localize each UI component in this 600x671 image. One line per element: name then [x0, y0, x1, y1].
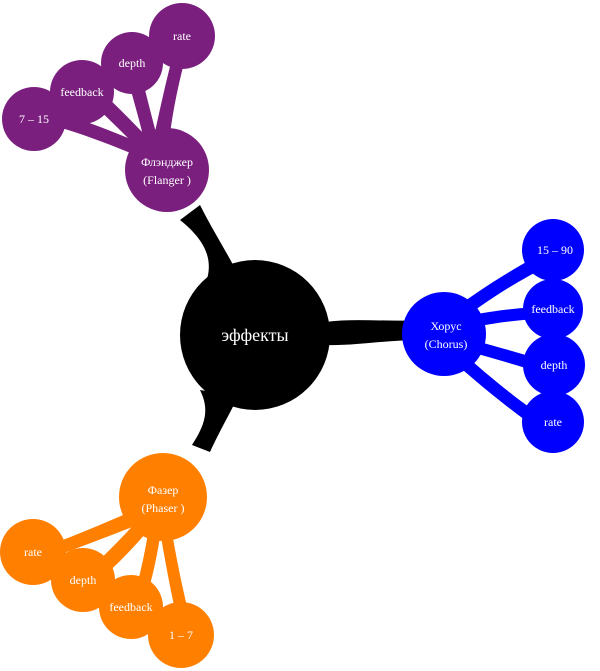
branch-chorus: Хорус (Chorus) 15 – 90 feedback depth ra… [402, 219, 585, 453]
leaf-chorus-rate: rate [522, 391, 584, 453]
branch-flanger-label-line1: Флэнджер [141, 155, 193, 169]
leaf-flanger-feedback-label: feedback [60, 85, 103, 99]
leaf-phaser-range: 1 – 7 [148, 602, 214, 668]
leaf-flanger-range-label: 7 – 15 [19, 112, 49, 126]
leaf-chorus-feedback-label: feedback [531, 302, 574, 316]
branch-flanger-label-line2: (Flanger ) [143, 173, 191, 187]
center-node: эффекты [180, 260, 330, 410]
leaf-phaser-range-label: 1 – 7 [169, 628, 193, 642]
leaf-phaser-depth-label: depth [70, 573, 97, 587]
leaf-flanger-range: 7 – 15 [2, 87, 66, 151]
branch-phaser-label-line2: (Phaser ) [142, 501, 185, 515]
connector-center-chorus [325, 320, 420, 346]
connector-center-phaser [192, 390, 238, 452]
connector-center-flanger [180, 205, 240, 285]
leaf-phaser-depth: depth [51, 548, 115, 612]
leaf-chorus-range-label: 15 – 90 [537, 243, 573, 257]
branch-phaser: Фазер (Phaser ) rate depth feedback 1 – … [0, 453, 214, 668]
leaf-flanger-depth-label: depth [119, 56, 146, 70]
branch-chorus-label-line1: Хорус [430, 319, 461, 333]
leaf-flanger-rate: rate [149, 3, 215, 69]
branch-chorus-label-line2: (Chorus) [425, 337, 468, 351]
leaf-flanger-depth: depth [101, 32, 163, 94]
center-node-label: эффекты [221, 325, 288, 345]
leaf-phaser-rate: rate [0, 519, 66, 585]
leaf-phaser-feedback-label: feedback [109, 600, 152, 614]
leaf-flanger-feedback: feedback [50, 60, 114, 124]
leaf-chorus-depth: depth [523, 334, 585, 396]
leaf-chorus-feedback: feedback [523, 279, 583, 339]
leaf-chorus-rate-label: rate [544, 415, 562, 429]
leaf-phaser-rate-label: rate [24, 545, 42, 559]
leaf-chorus-range: 15 – 90 [522, 219, 584, 281]
leaf-flanger-rate-label: rate [173, 29, 191, 43]
branch-phaser-label-line1: Фазер [148, 483, 179, 497]
branch-flanger: Флэнджер (Flanger ) rate depth feedback … [2, 3, 215, 212]
leaf-chorus-depth-label: depth [541, 358, 568, 372]
leaf-phaser-feedback: feedback [99, 575, 163, 639]
